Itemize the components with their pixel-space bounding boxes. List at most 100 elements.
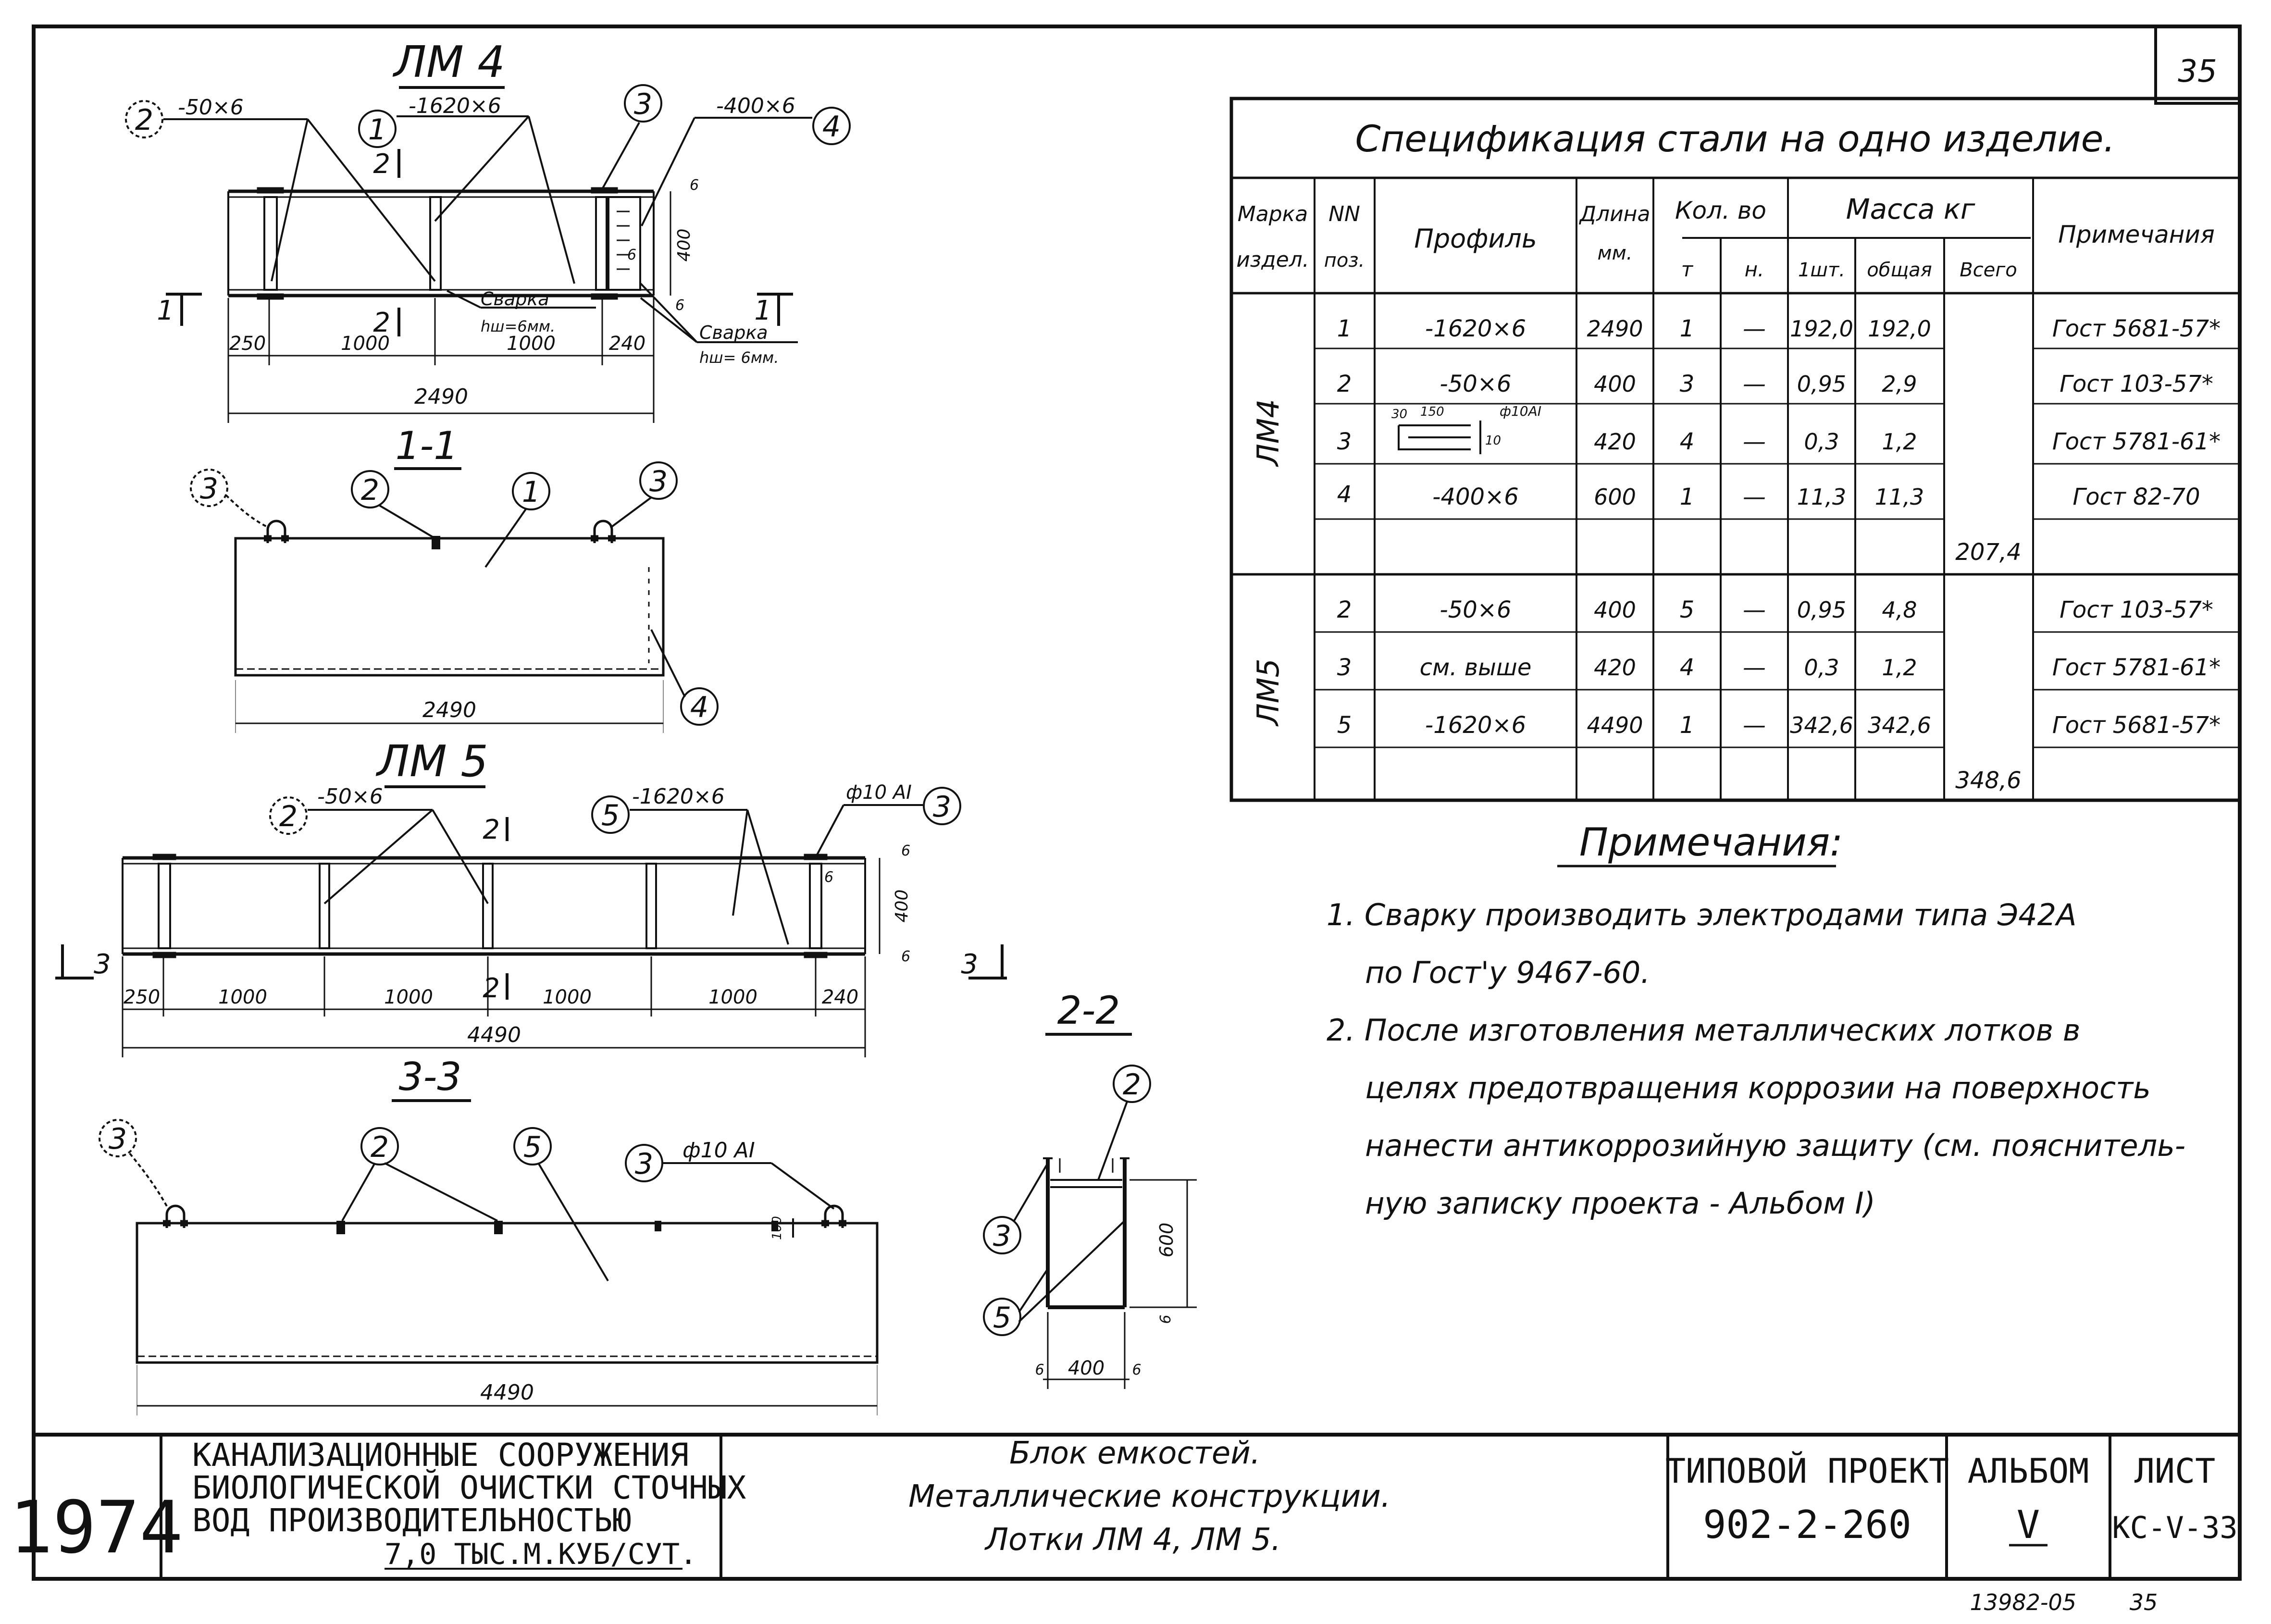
svg-text:5: 5 <box>1337 712 1352 739</box>
svg-text:см. выше: см. выше <box>1420 654 1532 681</box>
hdr-pos-b: поз. <box>1324 249 1365 272</box>
sec33-callout-3a: 3 <box>109 1122 127 1156</box>
section-3-3-view: 3-3 3 2 5 3 ф10 АI 100 4490 <box>99 1054 879 1415</box>
tb-album-number: V <box>2017 1502 2040 1547</box>
sketch-dim-a: 30 <box>1391 407 1407 421</box>
hdr-mass-one: 1шт. <box>1798 259 1845 281</box>
svg-text:2: 2 <box>1337 371 1352 397</box>
svg-text:4: 4 <box>1680 428 1695 455</box>
spec-title: Спецификация стали на одно изделие. <box>1355 117 2115 160</box>
sec33-dim-total: 4490 <box>480 1380 534 1405</box>
hdr-profile: Профиль <box>1414 223 1537 254</box>
sec11-callout-3a: 3 <box>200 472 218 506</box>
lm5-callout-5: 5 <box>601 799 620 832</box>
note-line: нанести антикоррозийную защиту (см. пояс… <box>1365 1128 2185 1163</box>
table-row: 3 30 150 ф10АI 10 420 4 — 0,3 1,2 Гост 5… <box>1337 403 2221 455</box>
lm4-dim-1000a: 1000 <box>341 333 390 355</box>
section-1-1-view: 1-1 3 2 1 3 4 2490 <box>190 423 719 733</box>
lm4-weld-right-title: Сварка <box>699 322 768 343</box>
lm4-weld-left-title: Сварка <box>481 288 549 310</box>
note-line: 1. Сварку производить электродами типа Э… <box>1327 897 2077 932</box>
lm5-dim-240: 240 <box>822 986 858 1008</box>
tb-project-label: ТИПОВОЙ ПРОЕКТ <box>1665 1451 1949 1491</box>
svg-text:Гост 5681-57*: Гост 5681-57* <box>2052 712 2221 739</box>
table-row: 4 -400×6 600 1 — 11,3 11,3 Гост 82-70 <box>1337 481 2200 510</box>
lm5-title: ЛМ 5 <box>375 736 488 787</box>
lm5-callout-2: 2 <box>279 800 298 833</box>
sec22-dim-6b: 6 <box>1132 1362 1141 1378</box>
lm5-sec3-left: 3 <box>94 949 111 980</box>
lm5-label-plate5: -1620×6 <box>632 784 725 809</box>
hdr-mark-b: издел. <box>1236 248 1309 272</box>
svg-text:—: — <box>1743 371 1766 397</box>
svg-text:4,8: 4,8 <box>1882 597 1917 623</box>
lm4-dim-6b: 6 <box>627 247 636 263</box>
lm4-label-plate1: -1620×6 <box>409 94 501 118</box>
sec22-dim-6a: 6 <box>1035 1362 1044 1378</box>
tb-org-line: КАНАЛИЗАЦИОННЫЕ СООРУЖЕНИЯ <box>192 1437 689 1474</box>
lm4-sec2-top: 2 <box>373 149 390 180</box>
stirrup-sketch <box>1398 421 1481 454</box>
svg-text:3: 3 <box>1337 428 1352 455</box>
tb-album-label: АЛЬБОМ <box>1968 1451 2089 1491</box>
svg-text:Гост 5781-61*: Гост 5781-61* <box>2052 428 2221 455</box>
hdr-mark-a: Марка <box>1238 202 1308 226</box>
svg-text:—: — <box>1743 483 1766 510</box>
sec22-title: 2-2 <box>1057 988 1120 1033</box>
sec22-dim-600: 600 <box>1156 1223 1177 1258</box>
lm5-callout-3: 3 <box>933 790 951 824</box>
svg-text:600: 600 <box>1594 484 1636 510</box>
svg-text:400: 400 <box>1594 371 1636 397</box>
svg-text:4490: 4490 <box>1587 712 1643 738</box>
lm4-plan-view: ЛМ 4 2 1 3 4 -50×6 -1620×6 -400×6 Сварка… <box>125 37 851 423</box>
lm4-weld-right-note: hш= 6мм. <box>699 348 779 367</box>
tb-project-number: 902-2-260 <box>1703 1502 1911 1547</box>
group-mark-lm5: ЛМ5 <box>1251 658 1286 727</box>
title-block: 1974 КАНАЛИЗАЦИОННЫЕ СООРУЖЕНИЯ БИОЛОГИЧ… <box>9 1433 2240 1579</box>
corner-sheet-number: 35 <box>2178 54 2217 89</box>
lm4-callout-1: 1 <box>368 113 386 147</box>
sketch-rod: ф10АI <box>1500 403 1541 419</box>
hdr-qty-n: н. <box>1745 258 1764 281</box>
lm4-dim-250: 250 <box>229 333 266 355</box>
lm5-dim-1000b: 1000 <box>384 986 433 1008</box>
svg-text:1,2: 1,2 <box>1882 655 1917 681</box>
tb-sheet-number: КС-V-33 <box>2112 1510 2237 1545</box>
tb-org-line: БИОЛОГИЧЕСКОЙ ОЧИСТКИ СТОЧНЫХ <box>192 1469 746 1506</box>
lm5-dim-total: 4490 <box>467 1023 521 1047</box>
hdr-length-a: Длина <box>1579 202 1651 226</box>
lm4-label-plate2: -50×6 <box>178 95 244 120</box>
lm5-dim-1000c: 1000 <box>543 986 592 1008</box>
group-total-lm5: 348,6 <box>1955 767 2021 794</box>
footer-code: 13982-05 <box>1970 1589 2076 1615</box>
svg-text:5: 5 <box>1680 596 1695 623</box>
sec33-callout-5: 5 <box>523 1130 542 1164</box>
hdr-mass-all: Всего <box>1960 259 2017 281</box>
lm5-sec2-bottom: 2 <box>483 973 500 1004</box>
lm4-title: ЛМ 4 <box>392 37 505 87</box>
svg-text:-400×6: -400×6 <box>1432 483 1519 510</box>
sec22-callout-2: 2 <box>1123 1068 1141 1102</box>
lm4-sec1-left: 1 <box>157 295 174 326</box>
lm5-sec2-top: 2 <box>483 814 500 845</box>
svg-text:3: 3 <box>1337 654 1352 681</box>
lm5-dim-400: 400 <box>892 890 912 923</box>
svg-text:—: — <box>1743 654 1766 681</box>
group-total-lm4: 207,4 <box>1955 539 2021 566</box>
svg-text:Гост 5781-61*: Гост 5781-61* <box>2052 654 2221 681</box>
svg-text:Гост 103-57*: Гост 103-57* <box>2060 371 2213 397</box>
sec33-callout-3b: 3 <box>635 1147 653 1181</box>
hdr-qty-t: т <box>1681 258 1694 281</box>
lm4-dim-400: 400 <box>674 229 694 262</box>
svg-text:-50×6: -50×6 <box>1440 371 1511 397</box>
svg-text:Гост 103-57*: Гост 103-57* <box>2060 596 2213 623</box>
lm5-dim-6b: 6 <box>824 869 833 886</box>
svg-text:1: 1 <box>1680 315 1695 342</box>
lm4-dim-total: 2490 <box>414 384 468 409</box>
lm5-dim-1000d: 1000 <box>708 986 757 1008</box>
sec33-title: 3-3 <box>399 1054 462 1099</box>
sec22-dim-400: 400 <box>1068 1357 1104 1379</box>
lm5-dim-6a: 6 <box>901 843 910 859</box>
lm4-weld-left-note: hш=6мм. <box>481 317 555 335</box>
